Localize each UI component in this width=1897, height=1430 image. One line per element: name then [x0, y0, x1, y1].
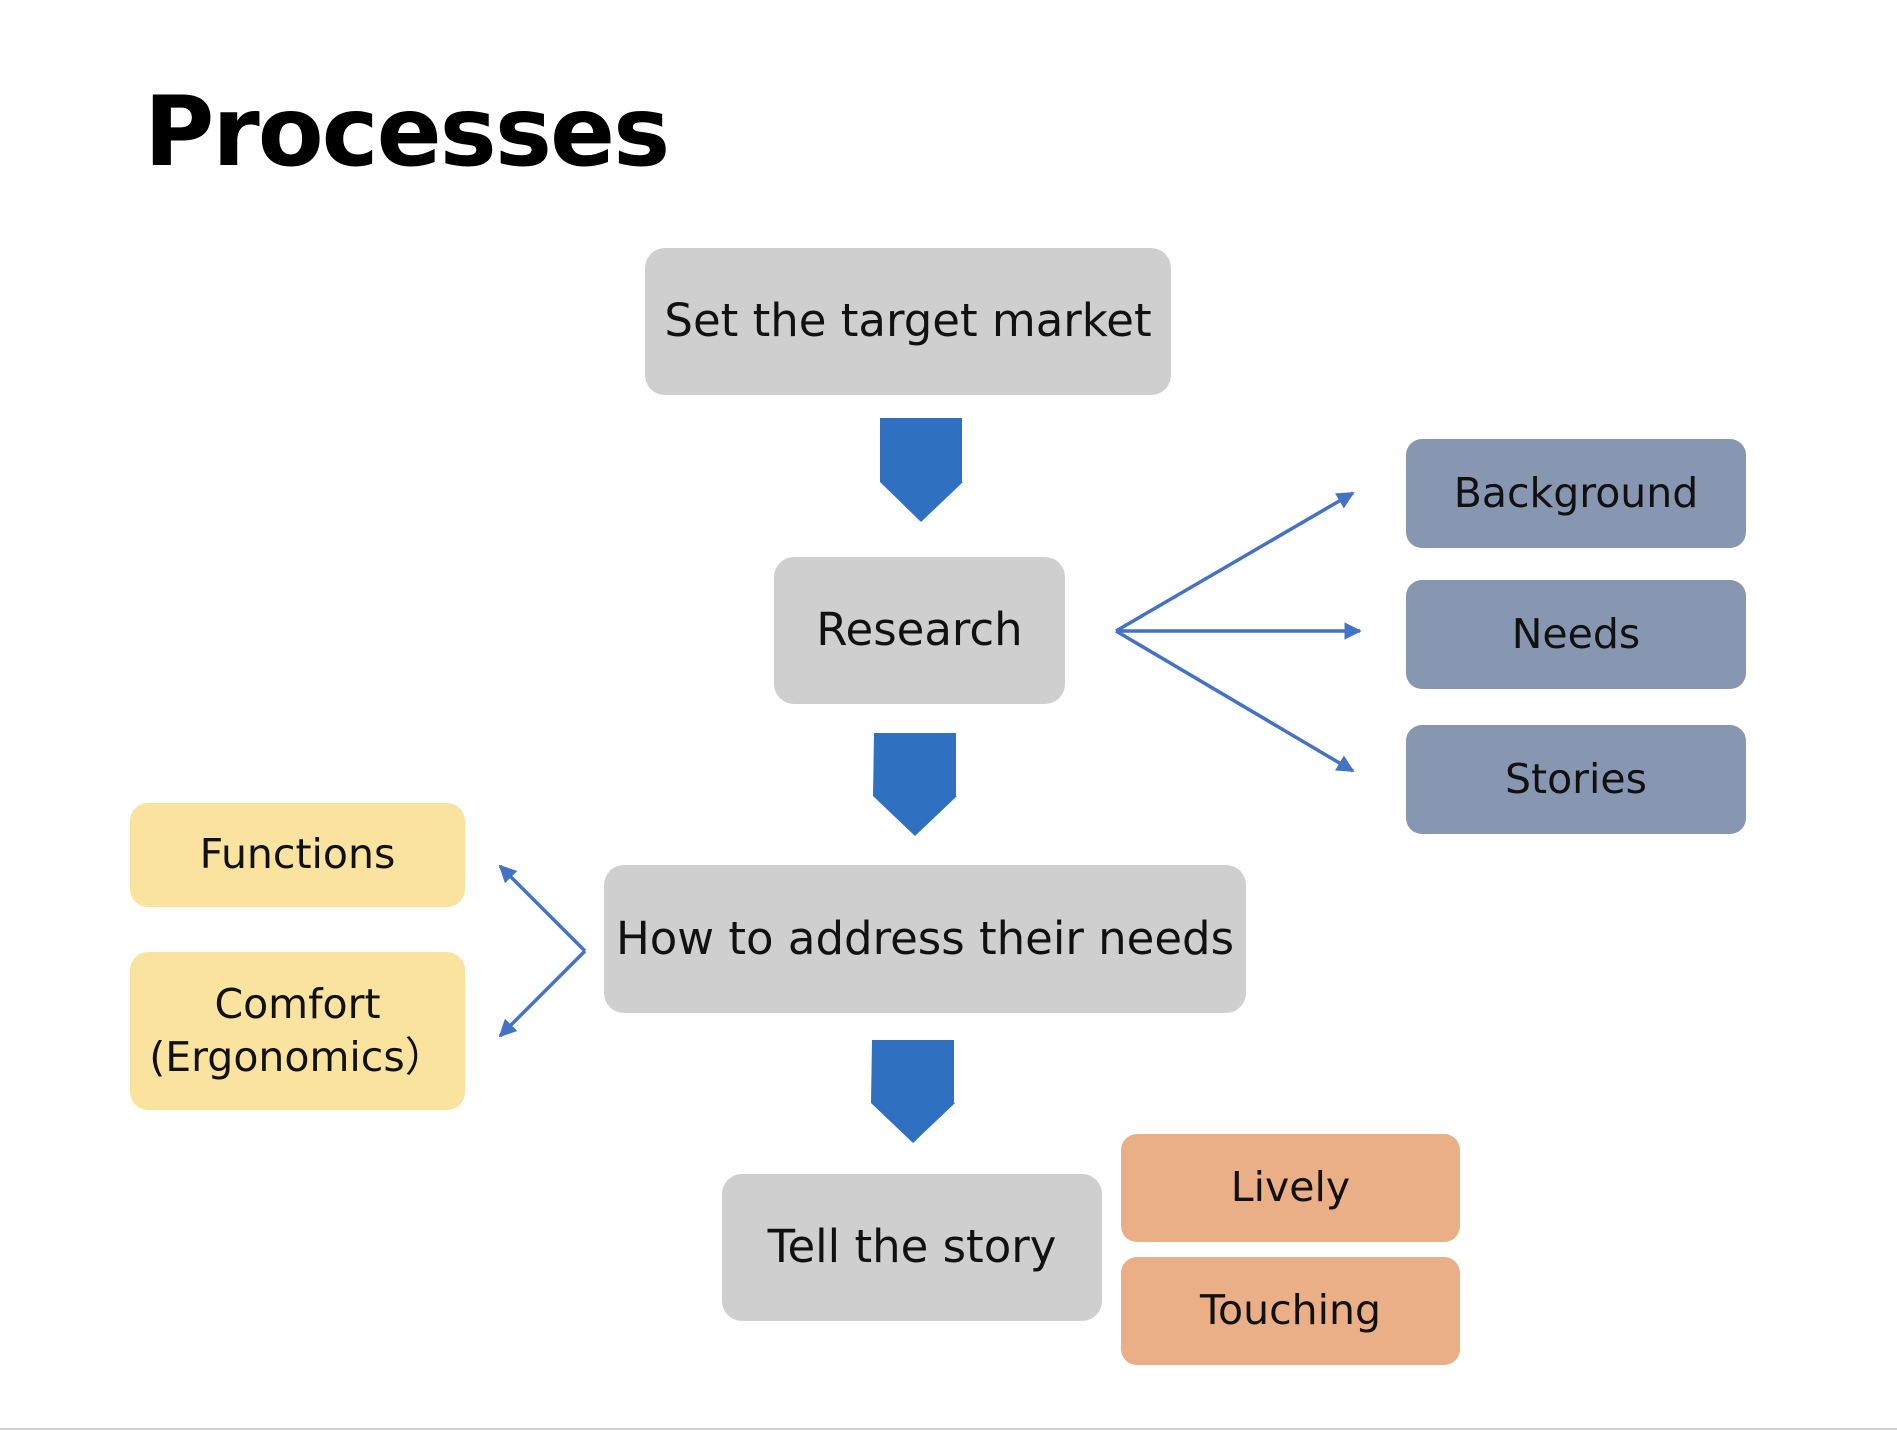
- needs-branch-functions: Functions: [130, 803, 465, 907]
- bottom-divider: [0, 1428, 1897, 1430]
- step-research: Research: [774, 557, 1065, 704]
- step-address-needs: How to address their needs: [604, 865, 1246, 1013]
- connector-address-functions: [498, 864, 587, 953]
- story-attribute-lively: Lively: [1121, 1134, 1460, 1242]
- slide-title: Processes: [144, 76, 670, 188]
- down-arrow-3: [871, 1040, 955, 1143]
- connector-address-comfort: [498, 949, 587, 1038]
- research-branch-needs: Needs: [1406, 580, 1746, 689]
- step-set-target-market: Set the target market: [645, 248, 1171, 395]
- connector-research-stories: [1115, 629, 1355, 773]
- step-tell-story: Tell the story: [722, 1174, 1102, 1321]
- research-branch-background: Background: [1406, 439, 1746, 548]
- down-arrow-1: [880, 418, 963, 522]
- ergonomics-label: (Ergonomics）: [149, 1033, 446, 1081]
- comfort-label: Comfort: [214, 979, 381, 1028]
- down-arrow-2: [873, 733, 957, 836]
- connector-research-background: [1115, 491, 1355, 633]
- story-attribute-touching: Touching: [1121, 1257, 1460, 1365]
- needs-branch-comfort: Comfort (Ergonomics）: [130, 952, 465, 1110]
- research-branch-stories: Stories: [1406, 725, 1746, 834]
